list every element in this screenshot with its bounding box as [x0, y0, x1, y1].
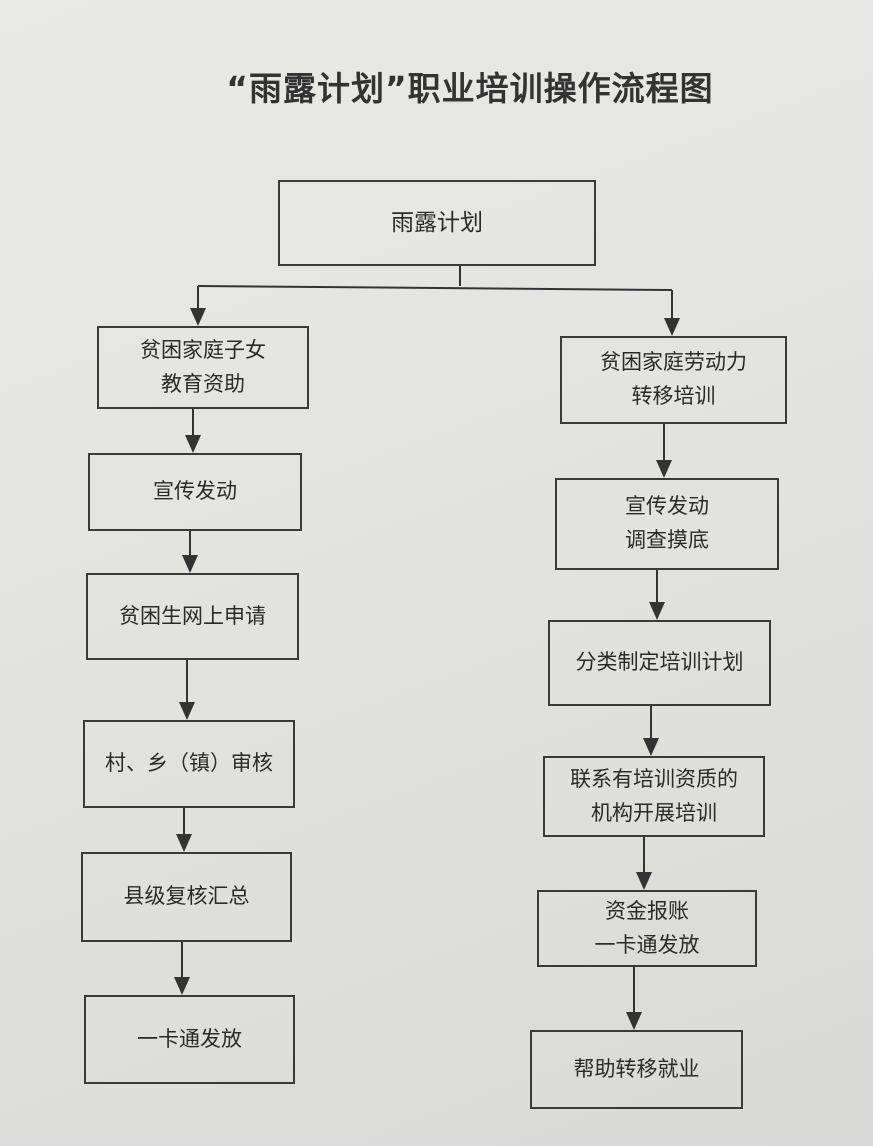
right-node-3: 分类制定培训计划	[548, 620, 771, 706]
left-node-4: 村、乡（镇）审核	[83, 720, 295, 808]
right-node-5: 资金报账 一卡通发放	[537, 890, 757, 967]
left-node-3: 贫困生网上申请	[86, 573, 299, 660]
right-node-1: 贫困家庭劳动力 转移培训	[560, 336, 787, 424]
root-node: 雨露计划	[278, 180, 596, 266]
diagram-title: “雨露计划”职业培训操作流程图	[226, 69, 714, 108]
left-node-1: 贫困家庭子女 教育资助	[97, 326, 309, 409]
left-node-5: 县级复核汇总	[81, 852, 292, 942]
right-node-2: 宣传发动 调查摸底	[555, 478, 779, 570]
left-node-2: 宣传发动	[88, 453, 302, 531]
branch-line	[197, 285, 673, 291]
right-node-6: 帮助转移就业	[530, 1030, 743, 1109]
right-node-4: 联系有培训资质的 机构开展培训	[543, 756, 765, 837]
left-node-6: 一卡通发放	[84, 995, 295, 1084]
